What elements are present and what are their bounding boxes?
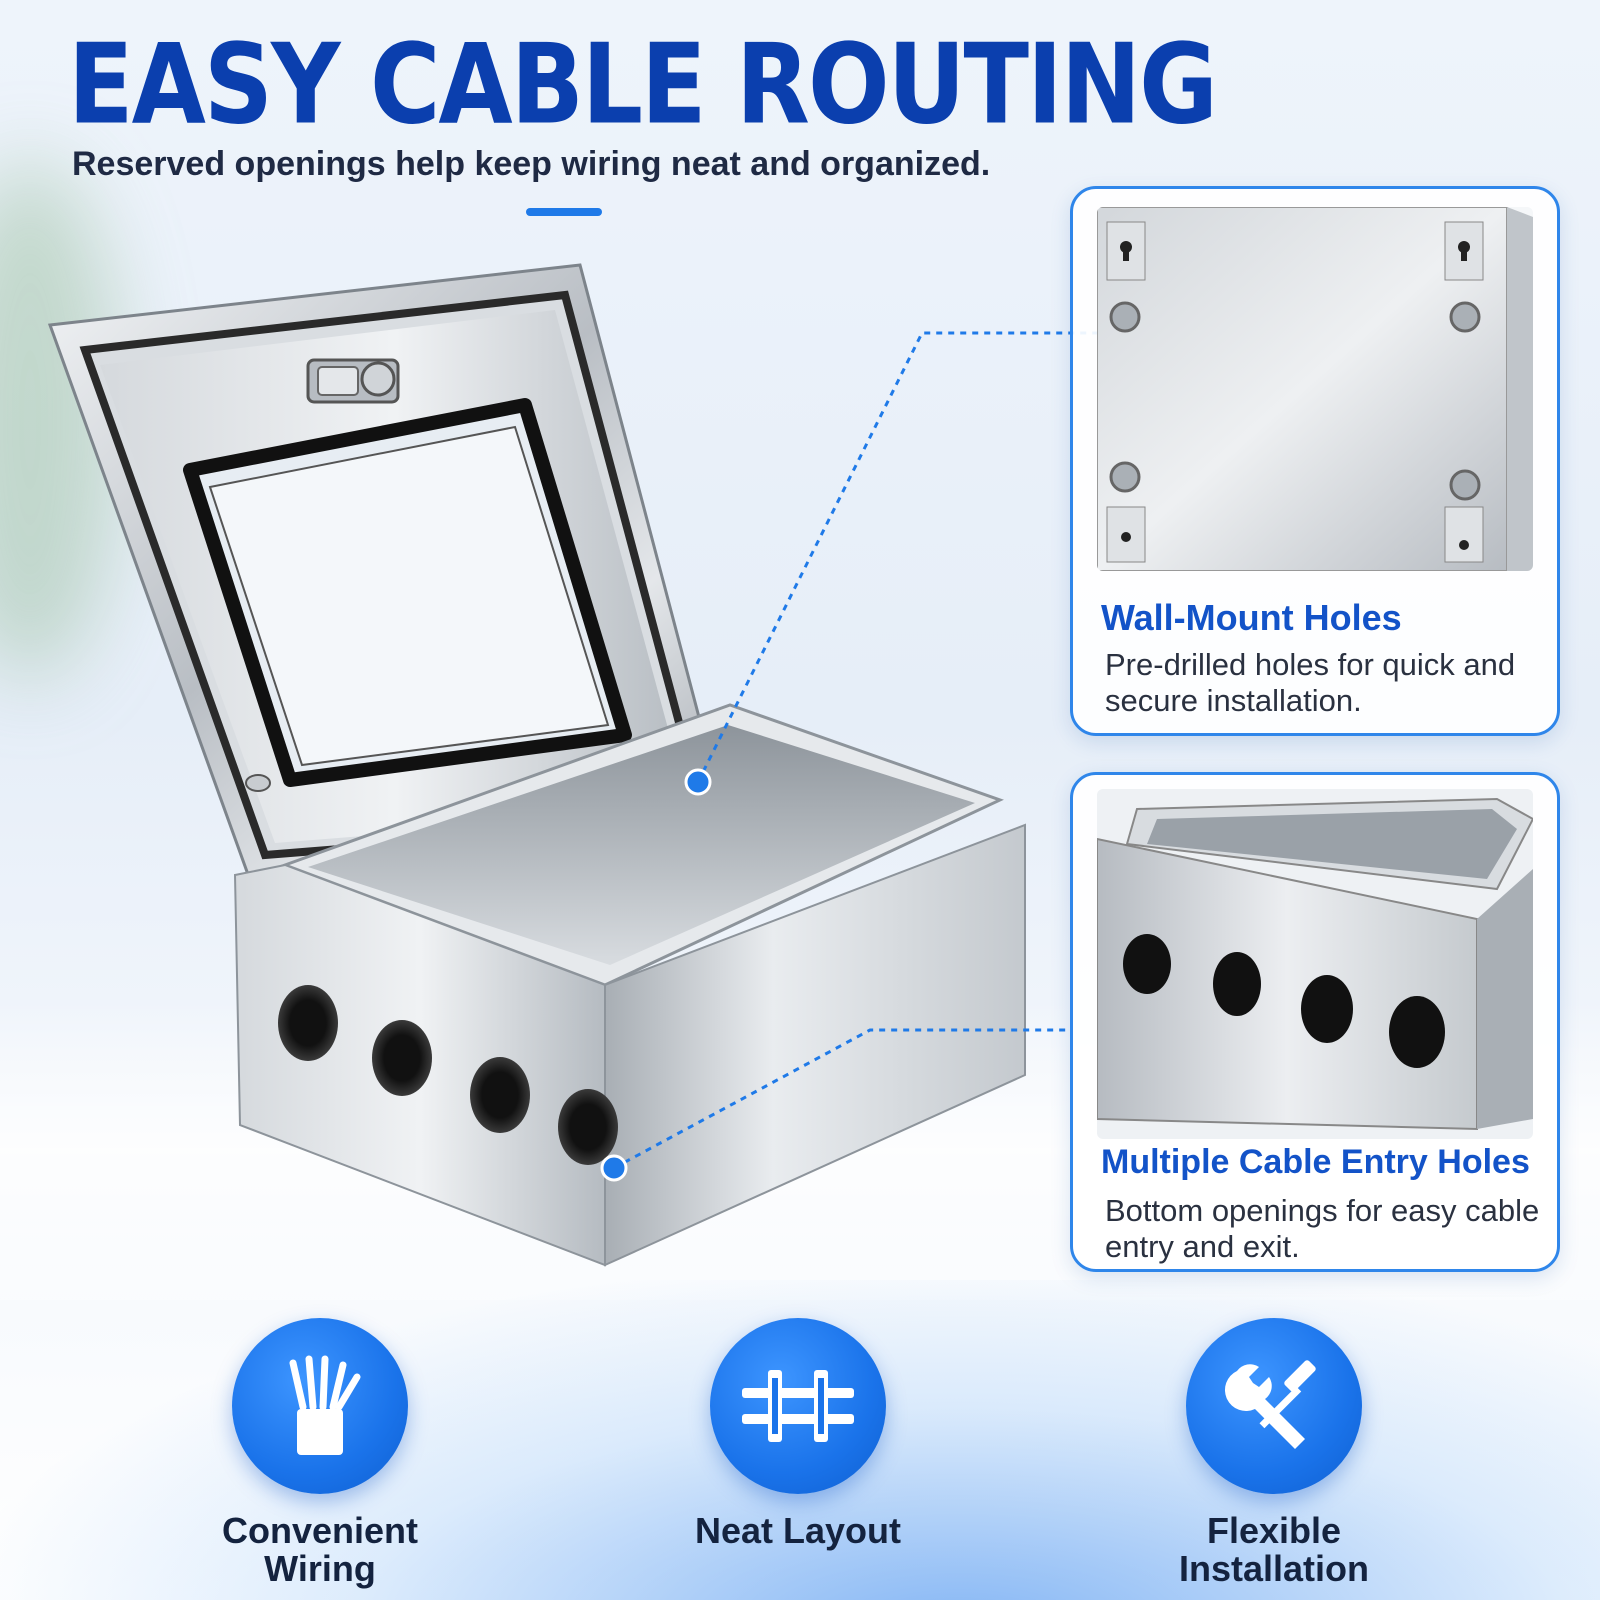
- wrench-screwdriver-icon: [1224, 1360, 1316, 1449]
- feature-flexible-installation: Flexible Installation: [1124, 1318, 1424, 1588]
- wall-mount-holes-photo: [1097, 207, 1533, 571]
- feature-label: Neat Layout: [694, 1510, 902, 1551]
- lid-latch: [306, 358, 400, 404]
- page-headline: EASY CABLE ROUTING: [68, 20, 1218, 149]
- cable-entry-holes-description: Bottom openings for easy cable entry and…: [1105, 1193, 1540, 1264]
- wall-mount-holes-title: Wall-Mount Holes: [1101, 597, 1402, 638]
- enclosure-lid: [47, 263, 732, 882]
- feature-label: Flexible Installation: [1178, 1510, 1370, 1589]
- wire-bundle-icon: [289, 1355, 361, 1455]
- terminal-block-icon: [742, 1370, 854, 1442]
- feature-icon-circle: [1186, 1318, 1362, 1494]
- wall-mount-holes-card: Wall-Mount Holes Pre-drilled holes for q…: [1070, 186, 1560, 736]
- title-accent-bar: [526, 208, 602, 216]
- cable-entry-holes-card: Multiple Cable Entry Holes Bottom openin…: [1070, 772, 1560, 1272]
- cable-entry-holes-title: Multiple Cable Entry Holes: [1101, 1143, 1530, 1181]
- enclosure-illustration: [47, 263, 1026, 1267]
- feature-neat-layout: Neat Layout: [648, 1318, 948, 1550]
- feature-label: Convenient Wiring: [221, 1510, 418, 1589]
- feature-icon-circle: [710, 1318, 886, 1494]
- cable-entry-holes: [278, 985, 618, 1165]
- feature-icon-circle: [232, 1318, 408, 1494]
- feature-convenient-wiring: Convenient Wiring: [170, 1318, 470, 1588]
- cable-entry-holes-photo: [1097, 789, 1533, 1139]
- wall-mount-holes-description: Pre-drilled holes for quick and secure i…: [1105, 647, 1516, 718]
- page-subtitle: Reserved openings help keep wiring neat …: [72, 145, 991, 183]
